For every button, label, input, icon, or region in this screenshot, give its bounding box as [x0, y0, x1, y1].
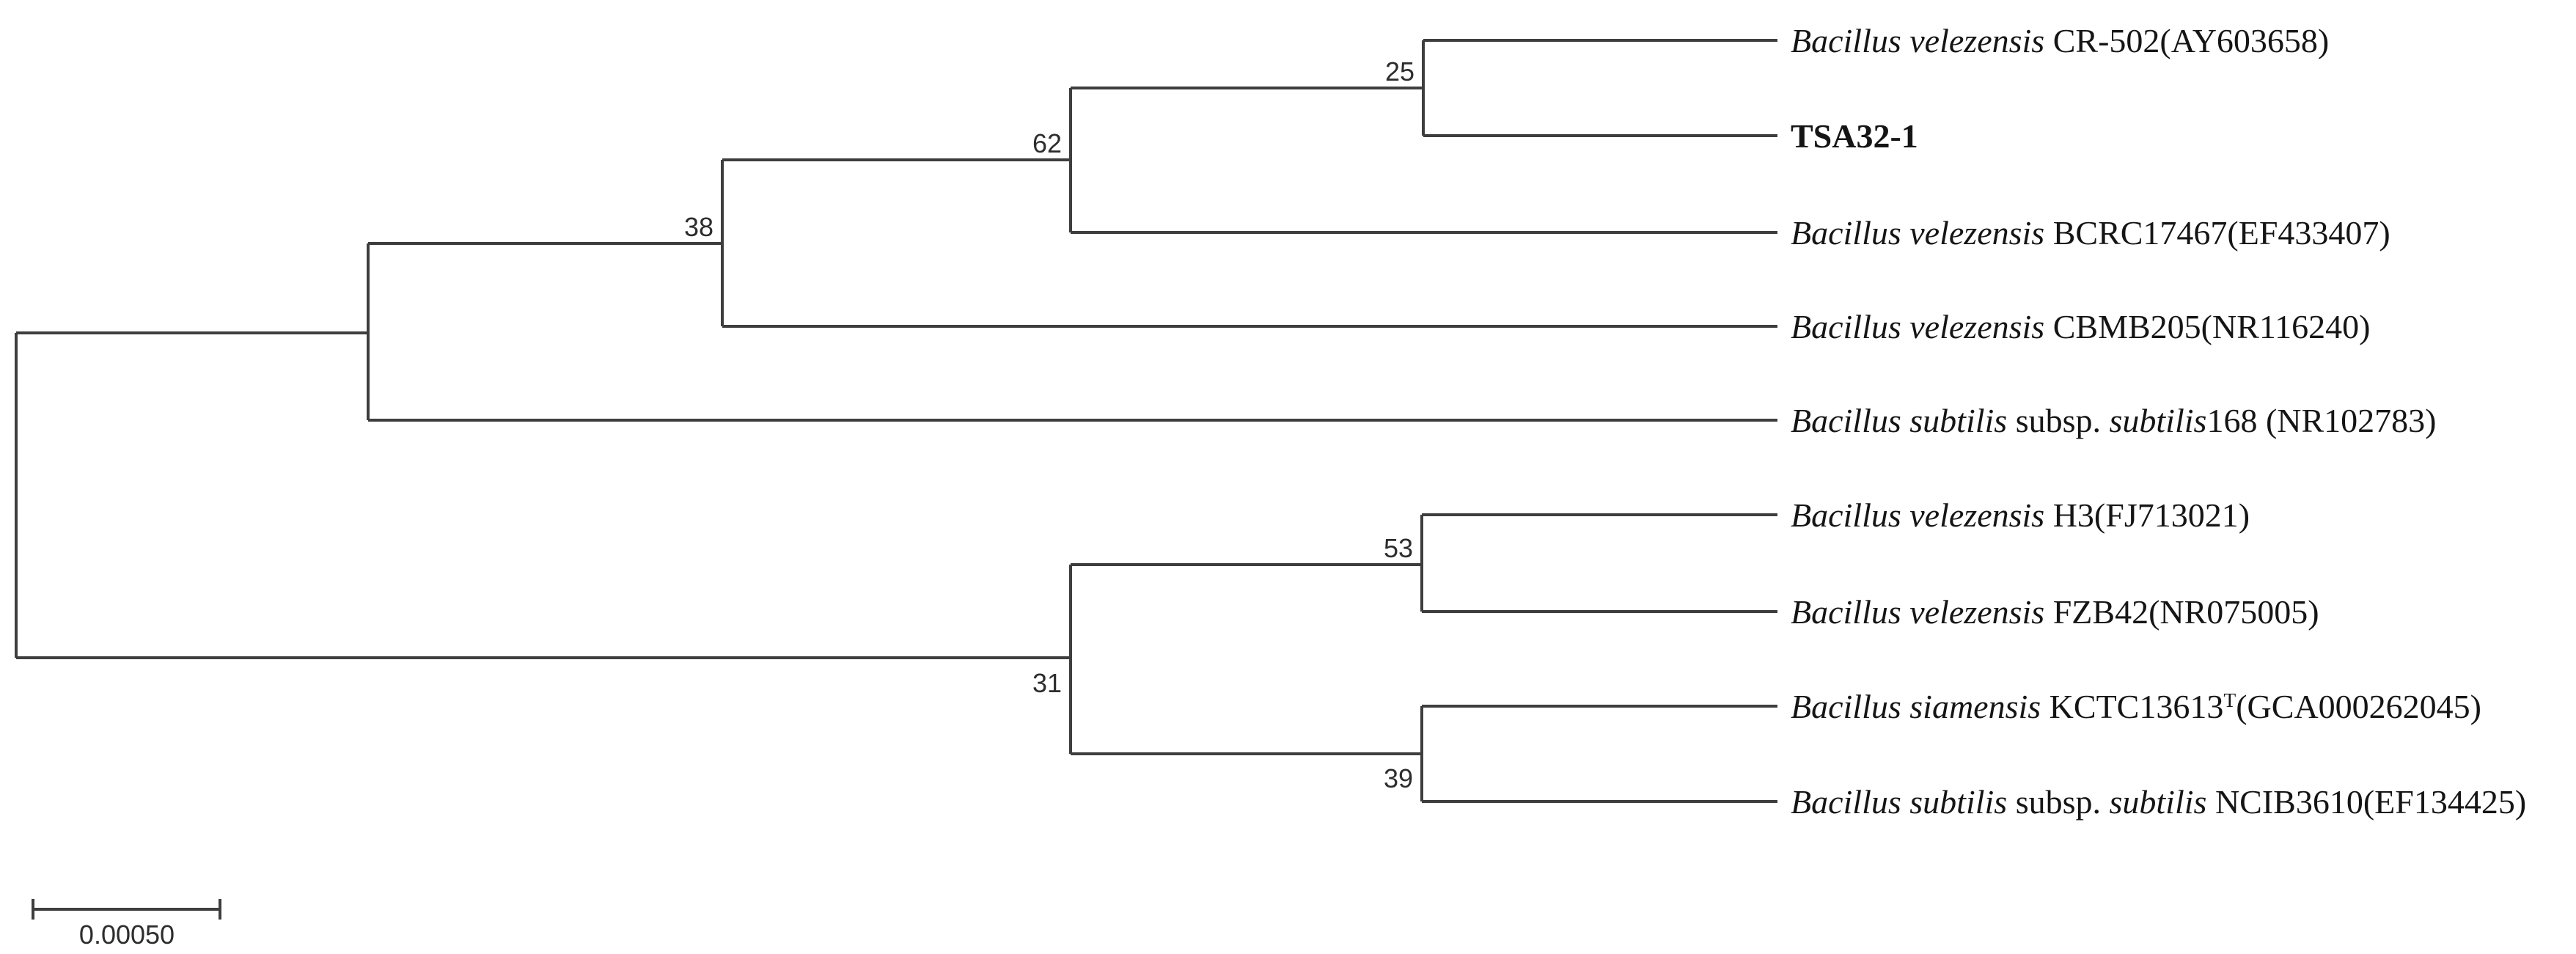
taxon-label-segment: Bacillus velezensis [1791, 496, 2044, 534]
taxon-label-segment: Bacillus subtilis [1791, 402, 2007, 439]
taxon-label-segment: H3(FJ713021) [2044, 496, 2250, 534]
bootstrap-value: 25 [1385, 56, 1414, 87]
taxon-label-segment: subtilis [2110, 402, 2207, 439]
taxon-label-ncib3610: Bacillus subtilis subsp. subtilis NCIB36… [1791, 783, 2526, 821]
bootstrap-value: 53 [1384, 533, 1413, 563]
taxon-label-segment: T [2223, 689, 2236, 711]
taxon-label-segment: 168 (NR102783) [2206, 402, 2436, 439]
taxon-label-segment: BCRC17467(EF433407) [2044, 214, 2390, 252]
scale-bar: 0.00050 [32, 899, 221, 950]
taxon-label-segment: Bacillus velezensis [1791, 214, 2044, 252]
branches-layer [15, 39, 1777, 803]
taxon-label-segment: FZB42(NR075005) [2044, 593, 2319, 631]
taxon-label-fzb42: Bacillus velezensis FZB42(NR075005) [1791, 593, 2319, 631]
taxon-label-segment: TSA32-1 [1791, 117, 1918, 155]
taxon-label-cr502: Bacillus velezensis CR-502(AY603658) [1791, 22, 2329, 59]
taxon-label-subtilis168: Bacillus subtilis subsp. subtilis168 (NR… [1791, 402, 2436, 439]
taxon-label-tsa32-1: TSA32-1 [1791, 117, 1918, 155]
bootstrap-value: 62 [1032, 128, 1062, 158]
taxon-label-kctc13613: Bacillus siamensis KCTC13613T(GCA0002620… [1791, 688, 2481, 725]
taxon-label-segment: Bacillus velezensis [1791, 593, 2044, 631]
taxon-label-segment: (GCA000262045) [2236, 688, 2481, 725]
bootstrap-value: 31 [1032, 668, 1062, 698]
taxon-label-cbmb205: Bacillus velezensis CBMB205(NR116240) [1791, 308, 2370, 345]
taxon-label-segment: CR-502(AY603658) [2044, 22, 2329, 59]
taxon-label-segment: subsp. [2007, 783, 2109, 821]
taxon-label-segment: NCIB3610(EF134425) [2206, 783, 2526, 821]
bootstrap-value: 38 [684, 212, 713, 242]
taxon-label-segment: subtilis [2110, 783, 2207, 821]
taxon-label-segment: Bacillus subtilis [1791, 783, 2007, 821]
bootstrap-layer: 25 62 38 31 53 39 [684, 56, 1414, 793]
taxa-layer: Bacillus velezensis CR-502(AY603658) TSA3… [1791, 22, 2526, 821]
taxon-label-segment: Bacillus velezensis [1791, 308, 2044, 345]
bootstrap-value: 39 [1384, 763, 1413, 793]
taxon-label-segment: Bacillus siamensis [1791, 688, 2041, 725]
taxon-label-segment: subsp. [2007, 402, 2109, 439]
taxon-label-segment: KCTC13613 [2041, 688, 2223, 725]
taxon-label-h3: Bacillus velezensis H3(FJ713021) [1791, 496, 2250, 534]
taxon-label-segment: Bacillus velezensis [1791, 22, 2044, 59]
taxon-label-bcrc17467: Bacillus velezensis BCRC17467(EF433407) [1791, 214, 2390, 252]
scale-bar-label: 0.00050 [79, 920, 175, 950]
taxon-label-segment: CBMB205(NR116240) [2044, 308, 2370, 345]
